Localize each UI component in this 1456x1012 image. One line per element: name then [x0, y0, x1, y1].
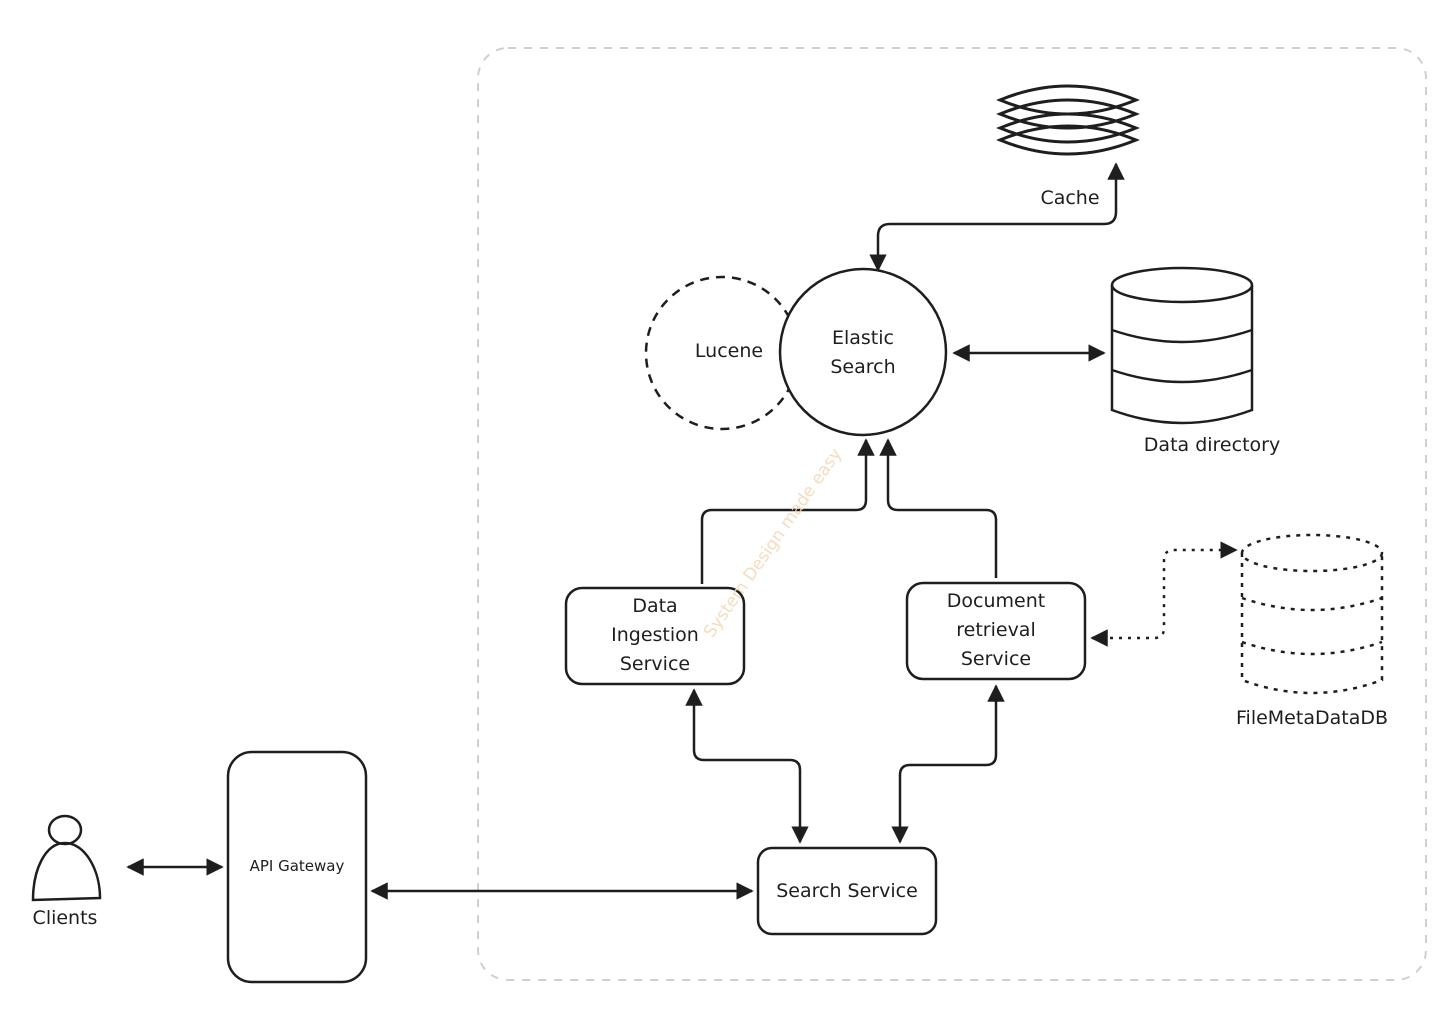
edge-ingestion-elastic [700, 438, 875, 584]
search-service-label: Search Service [776, 880, 918, 902]
elastic-search-circle[interactable] [778, 267, 948, 437]
document-retrieval-label: Document retrieval Service [907, 587, 1085, 674]
data-ingestion-box[interactable] [564, 586, 746, 686]
document-retrieval-box[interactable] [905, 581, 1087, 681]
document-retrieval-line3: Service [960, 648, 1032, 670]
database-icon [1240, 533, 1384, 695]
document-retrieval-line2: retrieval [956, 619, 1036, 641]
edge-search-retrieval [891, 684, 1005, 844]
data-ingestion-line1: Data [632, 595, 678, 617]
api-gateway-label: API Gateway [249, 857, 345, 875]
elastic-search-label: Elastic Search [800, 324, 926, 382]
cache-label: Cache [1040, 187, 1100, 209]
edge-retrieval-filemeta [1090, 541, 1238, 647]
edge-retrieval-elastic [879, 438, 998, 578]
clients-label: Clients [32, 907, 98, 929]
lucene-label: Lucene [694, 340, 764, 362]
search-service-box[interactable] [756, 846, 938, 936]
edge-elastic-cache [869, 162, 1125, 272]
database-icon [1110, 266, 1254, 425]
data-directory-label: Data directory [1143, 434, 1281, 456]
api-gateway-box[interactable] [226, 750, 368, 984]
system-boundary [477, 47, 1427, 981]
person-icon [31, 814, 102, 902]
data-ingestion-line3: Service [619, 653, 691, 675]
elastic-search-line2: Search [830, 356, 896, 378]
data-ingestion-line2: Ingestion [611, 624, 699, 646]
layers-icon [996, 84, 1140, 156]
edge-search-ingestion [685, 688, 809, 844]
elastic-search-line1: Elastic [831, 327, 894, 349]
document-retrieval-line1: Document [946, 590, 1046, 612]
file-metadata-db-label: FileMetaDataDB [1236, 707, 1388, 729]
data-ingestion-label: Data Ingestion Service [566, 592, 744, 679]
